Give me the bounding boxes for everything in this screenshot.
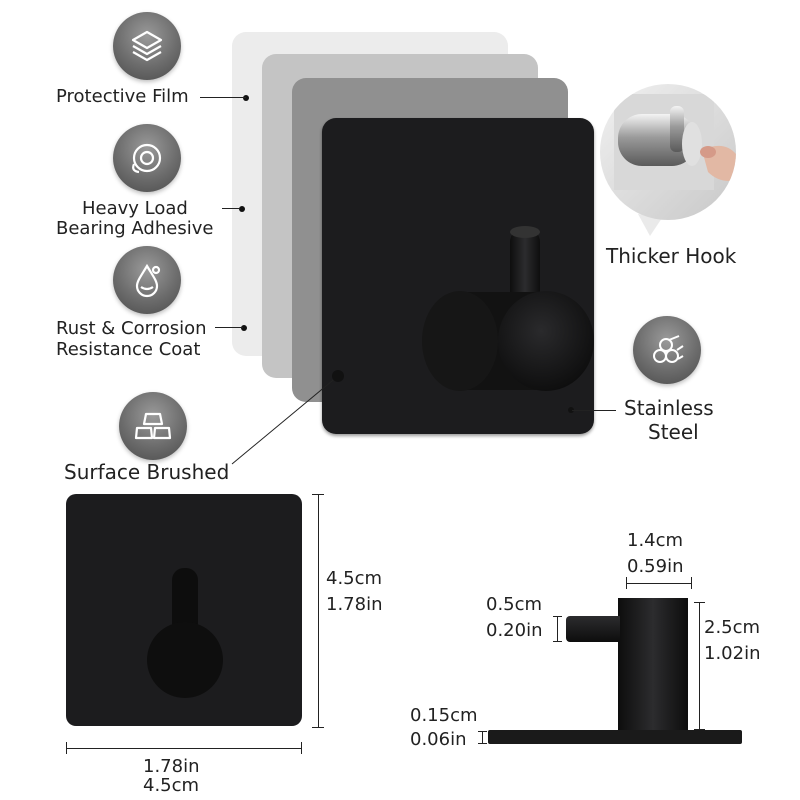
- stainless-label-line2: Steel: [648, 420, 699, 444]
- heavy-load-label-line1: Heavy Load: [82, 198, 188, 219]
- adhesive-leader: [222, 208, 240, 209]
- front-width-cm: 4.5cm: [143, 775, 200, 796]
- front-height-cm: 4.5cm: [326, 568, 383, 589]
- side-view-base: [488, 730, 742, 744]
- side-view-body: [618, 598, 688, 730]
- side-height-dim-cap-top: [694, 602, 705, 603]
- front-height-in: 1.78in: [326, 594, 383, 615]
- protective-film-label: Protective Film: [56, 86, 189, 107]
- bricks-icon: [119, 392, 187, 460]
- front-view-hook: [147, 568, 223, 698]
- thicker-hook-label: Thicker Hook: [606, 244, 737, 268]
- side-width-dim-line: [626, 583, 692, 584]
- side-view-peg: [566, 616, 620, 642]
- adhesive-pointer: [239, 206, 245, 212]
- stainless-pointer: [568, 407, 574, 413]
- layers-icon: [113, 12, 181, 80]
- front-height-dim-line: [318, 494, 319, 728]
- thicker-hook-bubble: [600, 84, 736, 236]
- heavy-load-label-line2: Bearing Adhesive: [56, 218, 214, 239]
- side-width-cm: 1.4cm: [627, 530, 684, 551]
- side-height-dim-cap-bottom: [694, 729, 705, 730]
- surface-brushed-leader: [231, 370, 344, 465]
- front-width-dim-line: [66, 748, 302, 749]
- rust-label-line1: Rust & Corrosion: [56, 318, 207, 339]
- peg-dia-cm: 0.5cm: [486, 594, 543, 615]
- base-thick-in: 0.06in: [410, 729, 467, 750]
- stainless-label-line1: Stainless: [624, 396, 714, 420]
- rust-coat-leader: [215, 327, 243, 328]
- adhesive-roll-icon: [113, 124, 181, 192]
- side-width-dim-cap-left: [626, 577, 627, 589]
- front-width-dim-cap-right: [301, 742, 302, 754]
- front-width-dim-cap-left: [66, 742, 67, 754]
- peg-dim-line: [557, 616, 558, 642]
- side-width-in: 0.59in: [627, 556, 684, 577]
- stainless-leader: [572, 410, 616, 411]
- steel-bars-icon: [633, 316, 701, 384]
- front-height-dim-cap-bottom: [312, 727, 324, 728]
- peg-dim-cap-bottom: [553, 641, 562, 642]
- side-width-dim-cap-right: [691, 577, 692, 589]
- base-dim-cap-bottom: [478, 743, 487, 744]
- rust-coat-pointer: [241, 325, 247, 331]
- base-dim-line: [482, 731, 483, 744]
- base-thick-cm: 0.15cm: [410, 705, 478, 726]
- side-height-dim-line: [699, 602, 700, 730]
- side-height-in: 1.02in: [704, 643, 761, 664]
- front-width-in: 1.78in: [143, 756, 200, 777]
- peg-dia-in: 0.20in: [486, 620, 543, 641]
- peg-dim-cap-top: [553, 616, 562, 617]
- water-drop-icon: [113, 246, 181, 314]
- surface-brushed-label: Surface Brushed: [64, 460, 230, 484]
- main-hook-illustration: [422, 226, 594, 391]
- front-height-dim-cap-top: [312, 494, 324, 495]
- protective-film-leader: [200, 97, 246, 98]
- rust-label-line2: Resistance Coat: [56, 339, 201, 360]
- side-height-cm: 2.5cm: [704, 617, 761, 638]
- protective-film-pointer: [243, 95, 249, 101]
- base-dim-cap-top: [478, 731, 487, 732]
